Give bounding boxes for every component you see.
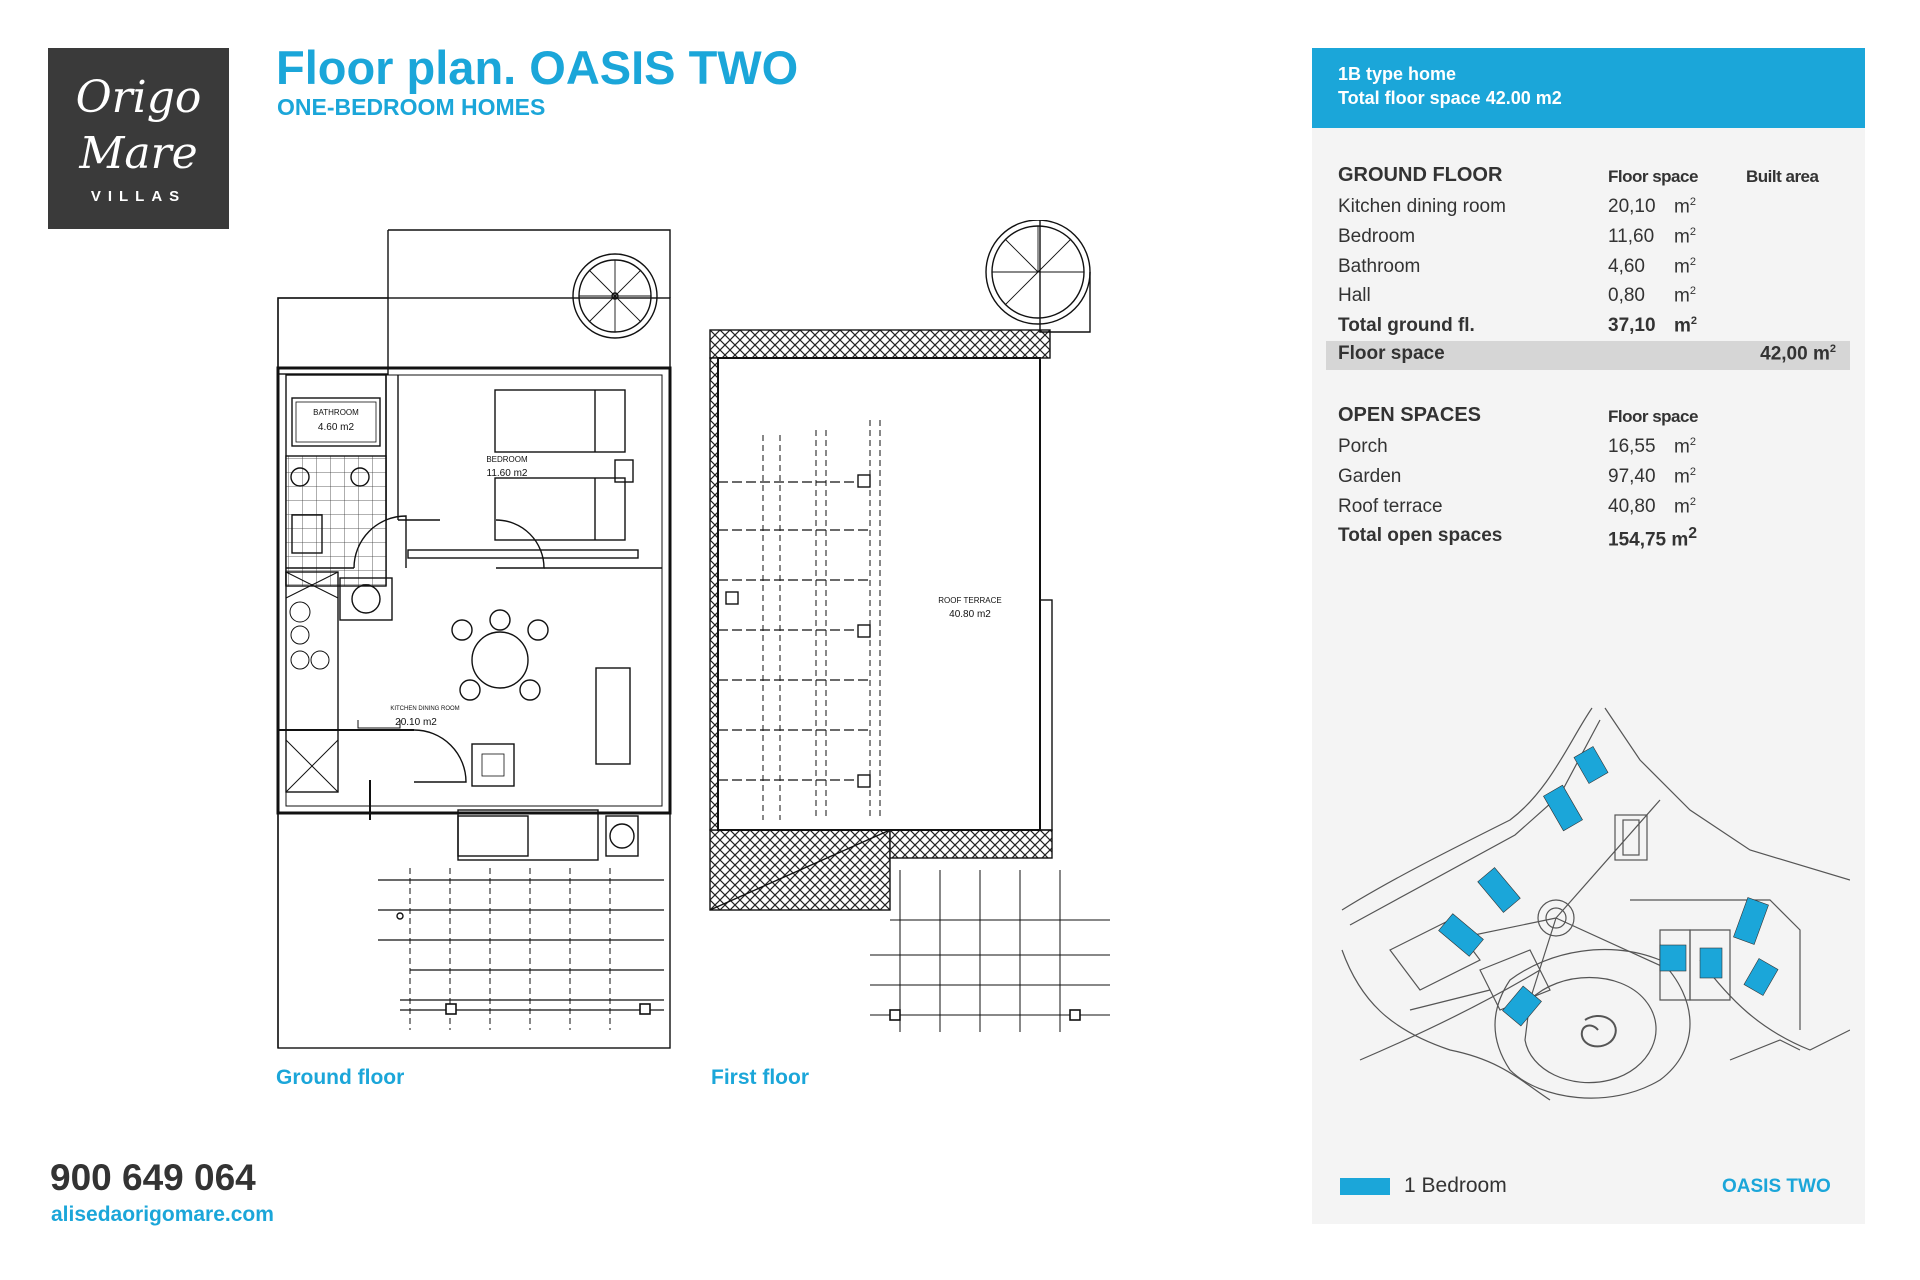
page-subtitle: ONE-BEDROOM HOMES <box>277 94 546 120</box>
logo-line-mare: Mare <box>79 128 198 179</box>
legend-label: 1 Bedroom <box>1404 1174 1507 1197</box>
floor-space-row: Floor space 42,00 m2 <box>1326 341 1850 370</box>
open-spaces-heading: OPEN SPACES <box>1338 404 1481 426</box>
phone-number: 900 649 064 <box>50 1157 256 1198</box>
total-ground-row: Total ground fl. 37,10 m2 <box>1338 315 1698 337</box>
info-panel-header: 1B type home Total floor space 42.00 m2 <box>1312 48 1865 128</box>
ground-floor-plan <box>276 229 672 1049</box>
label-roof-terrace-area: 40.80 m2 <box>949 609 991 620</box>
table-row: Bathroom 4,60 m2 <box>1338 256 1696 278</box>
col-floor-space: Floor space <box>1608 167 1698 186</box>
website-link[interactable]: alisedaorigomare.com <box>51 1203 274 1226</box>
table-row: Hall 0,80 m2 <box>1338 285 1696 307</box>
table-row: Kitchen dining room 20,10 m2 <box>1338 196 1696 218</box>
table-row: Garden 97,40 m2 <box>1338 466 1696 488</box>
total-open-row: Total open spaces 154,75 m2 <box>1338 525 1698 551</box>
col-built-area: Built area <box>1746 167 1819 186</box>
label-kitchen-area: 20.10 m2 <box>395 717 437 728</box>
total-floor-space: Total floor space 42.00 m2 <box>1338 88 1562 108</box>
label-bathroom: BATHROOM <box>313 408 359 417</box>
ground-floor-heading: GROUND FLOOR <box>1338 164 1503 186</box>
table-row: Roof terrace 40,80 m2 <box>1338 496 1696 518</box>
table-row: Bedroom 11,60 m2 <box>1338 226 1696 248</box>
first-floor-caption: First floor <box>711 1066 809 1089</box>
label-bedroom-area: 11.60 m2 <box>487 468 528 479</box>
origo-mare-logo: Origo Mare VILLAS <box>48 48 229 229</box>
home-type: 1B type home <box>1338 64 1457 84</box>
col-open-floor-space: Floor space <box>1608 407 1698 426</box>
table-row: Porch 16,55 m2 <box>1338 436 1696 458</box>
ground-floor-caption: Ground floor <box>276 1066 405 1089</box>
legend-development-name: OASIS TWO <box>1722 1176 1831 1197</box>
logo-line-origo: Origo <box>75 72 202 123</box>
label-roof-terrace: ROOF TERRACE <box>938 596 1001 605</box>
page-title: Floor plan. OASIS TWO <box>276 41 799 94</box>
site-plan-map <box>1341 707 1850 1101</box>
label-bathroom-area: 4.60 m2 <box>318 422 355 433</box>
one-bedroom-units <box>1438 746 1779 1027</box>
legend-swatch <box>1340 1178 1390 1195</box>
label-bedroom: BEDROOM <box>486 455 528 464</box>
first-floor-plan <box>709 220 1110 1032</box>
info-panel <box>1312 48 1865 1224</box>
logo-line-villas: VILLAS <box>90 188 187 205</box>
floor-plan-drawing: BATHROOM 4.60 m2 BEDROOM 11.60 m2 KITCHE… <box>276 220 1110 1049</box>
label-kitchen: KITCHEN DINING ROOM <box>390 706 459 712</box>
